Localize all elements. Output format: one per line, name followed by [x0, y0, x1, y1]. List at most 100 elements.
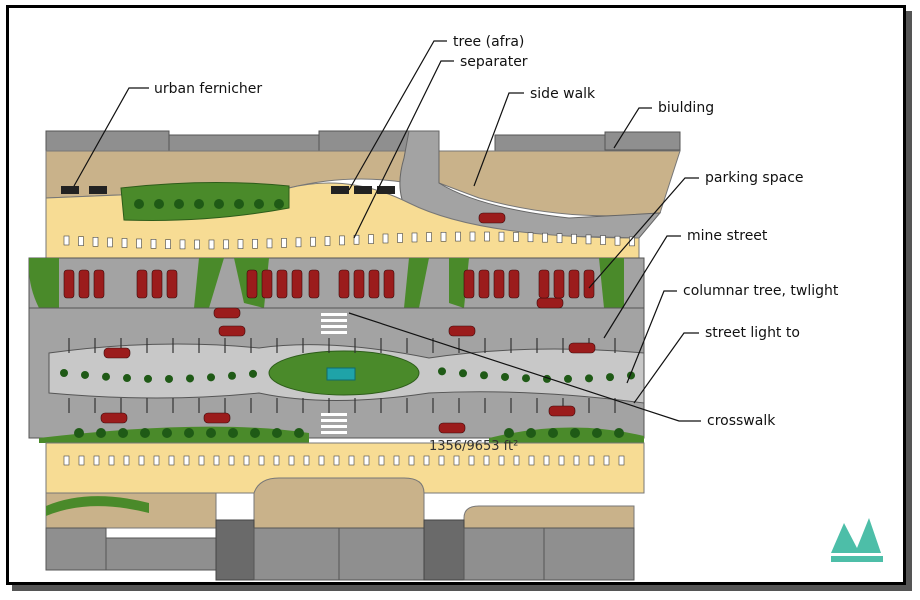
- parked-car: [291, 269, 303, 299]
- parking-stripe: [393, 455, 400, 466]
- parked-car: [151, 269, 163, 299]
- parking-stripe: [571, 233, 577, 244]
- lower-plaza-green: [46, 496, 149, 516]
- upper-green-strip: [120, 181, 290, 221]
- parking-stripe: [438, 455, 445, 466]
- columnar-tree: [585, 374, 593, 383]
- parking-green-2: [194, 258, 224, 308]
- columnar-tree: [102, 372, 110, 381]
- parking-stripe: [543, 455, 550, 466]
- parking-stripe: [266, 238, 273, 249]
- lower-plaza-right: [463, 505, 635, 529]
- parking-stripe: [288, 455, 295, 466]
- parking-stripe: [123, 455, 130, 466]
- tree: [548, 428, 558, 438]
- parking-stripe: [108, 455, 115, 466]
- parking-stripe: [213, 455, 220, 466]
- lower-green-left: [39, 426, 309, 443]
- parking-stripe: [228, 455, 235, 466]
- car: [478, 212, 506, 224]
- columnar-tree: [249, 369, 257, 378]
- car: [213, 307, 241, 319]
- parking-stripe: [469, 231, 476, 242]
- label-building: biulding: [658, 100, 715, 116]
- label-street-light: street light to: [705, 325, 800, 341]
- parking-stripe: [138, 455, 145, 466]
- diagram-frame: urban fernicher tree (afra) separater si…: [6, 5, 906, 585]
- columnar-tree: [165, 374, 173, 383]
- parking-stripe: [397, 233, 403, 243]
- tree: [214, 199, 224, 209]
- parking-stripe: [324, 236, 331, 246]
- parking-stripe: [614, 235, 621, 246]
- columnar-tree: [564, 374, 572, 383]
- tree: [162, 428, 172, 438]
- crosswalk-bottom: [321, 413, 347, 434]
- watermark-logo-icon: [831, 518, 883, 562]
- parked-car: [553, 269, 565, 299]
- parking-stripe: [484, 231, 490, 242]
- parked-car: [261, 269, 273, 299]
- parking-stripe: [252, 239, 258, 249]
- parking-stripe: [527, 232, 534, 243]
- tree: [274, 199, 284, 209]
- parking-stripe: [273, 455, 280, 466]
- parked-car: [166, 269, 178, 299]
- bench: [377, 186, 395, 194]
- parking-stripe: [353, 234, 360, 245]
- plan-symbols: [60, 186, 635, 466]
- parked-car: [276, 269, 288, 299]
- tree: [294, 428, 304, 438]
- parking-stripe: [408, 455, 415, 466]
- parking-stripe: [223, 239, 229, 250]
- parking-stripe: [179, 239, 186, 250]
- bench: [61, 186, 79, 194]
- parking-stripe: [363, 455, 370, 466]
- parking-stripe: [498, 231, 505, 242]
- label-tree: tree (afra): [453, 34, 525, 50]
- tree: [228, 428, 238, 438]
- parking-stripe: [165, 239, 171, 249]
- parking-green-1: [29, 258, 59, 308]
- columnar-tree: [207, 373, 215, 382]
- parking-stripe: [382, 233, 389, 244]
- parked-car: [246, 269, 258, 299]
- parking-stripe: [168, 455, 175, 466]
- bench: [354, 186, 372, 194]
- fountain: [326, 367, 356, 381]
- tree: [194, 199, 204, 209]
- columnar-tree: [228, 371, 236, 380]
- parking-stripe: [136, 238, 142, 249]
- parking-stripe: [295, 237, 302, 248]
- site-plan: [28, 40, 883, 581]
- car: [548, 405, 576, 417]
- label-separator: separater: [460, 54, 528, 70]
- parking-stripe: [513, 455, 520, 466]
- area-note: 1356/9653 ft²: [429, 439, 519, 454]
- parking-stripe: [558, 455, 565, 466]
- car: [536, 297, 564, 309]
- parking-stripe: [121, 238, 128, 248]
- parking-stripe: [348, 455, 355, 466]
- columnar-tree: [501, 372, 509, 381]
- columnar-tree: [480, 371, 488, 380]
- parking-stripe: [183, 455, 190, 466]
- label-main-street: mine street: [687, 228, 768, 244]
- parked-car: [368, 269, 380, 299]
- car: [103, 347, 131, 359]
- parking-stripe: [455, 231, 461, 242]
- columnar-tree: [438, 367, 446, 376]
- parking-stripe: [78, 236, 84, 246]
- parking-stripe: [528, 455, 535, 466]
- parking-stripe: [237, 239, 244, 249]
- parking-stripe: [194, 239, 200, 250]
- car: [100, 412, 128, 424]
- tree: [154, 199, 164, 209]
- crosswalk-top: [321, 313, 347, 334]
- parking-stripe: [310, 236, 316, 247]
- parking-stripe: [150, 239, 157, 249]
- parking-stripe: [453, 455, 460, 466]
- tree: [526, 428, 536, 438]
- tree: [254, 199, 264, 209]
- parked-car: [478, 269, 490, 299]
